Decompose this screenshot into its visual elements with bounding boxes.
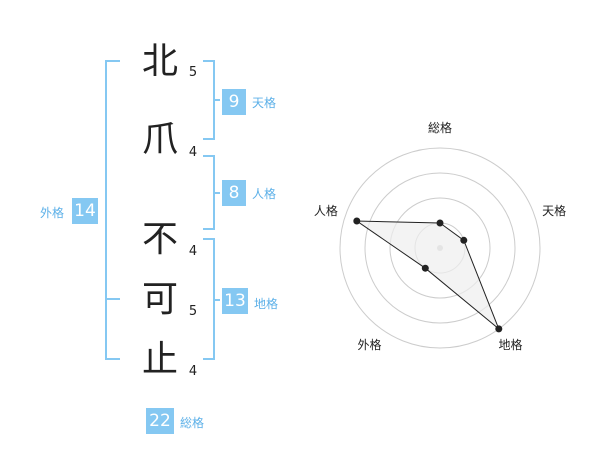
radar-point: [421, 264, 429, 272]
gaikaku-bracket-mid: [105, 298, 120, 300]
name-char-3: 不: [141, 219, 178, 260]
stroke-count-5: 4: [188, 364, 198, 379]
stroke-count-1: 5: [188, 65, 198, 80]
radar-point: [436, 219, 444, 227]
tenkaku-bracket-spine: [213, 60, 215, 140]
name-char-1: 北: [141, 41, 178, 82]
radar-series-area: [355, 220, 500, 330]
gaikaku-label: 外格: [40, 206, 65, 220]
radar-point: [460, 236, 468, 244]
jinkaku-bracket-tick: [215, 192, 220, 194]
gaikaku-bracket-spine: [105, 60, 107, 360]
radar-axis-label: 人格: [314, 203, 338, 218]
stroke-count-4: 5: [188, 304, 198, 319]
name-char-4: 可: [141, 279, 178, 320]
soukaku-value: 22: [146, 408, 174, 434]
jinkaku-bracket-bottom: [203, 228, 215, 230]
jinkaku-bracket-top: [203, 155, 215, 157]
chikaku-bracket-tick: [215, 299, 220, 301]
tenkaku-bracket-top: [203, 60, 215, 62]
soukaku-label: 総格: [180, 416, 205, 430]
radar-grid-ring: [389, 197, 491, 299]
stroke-count-2: 4: [188, 145, 198, 160]
tenkaku-bracket-tick: [215, 99, 220, 101]
chikaku-bracket-bottom: [203, 358, 215, 360]
chikaku-label: 地格: [254, 297, 279, 311]
tenkaku-label: 天格: [252, 96, 277, 110]
radar-axis-label: 総格: [428, 120, 452, 135]
tenkaku-bracket-bottom: [203, 138, 215, 140]
name-char-5: 止: [141, 339, 178, 380]
radar-axis-label: 地格: [498, 337, 522, 352]
gaikaku-value: 14: [72, 198, 98, 224]
radar-axis-label: 天格: [542, 203, 566, 218]
gaikaku-bracket-bottom: [105, 358, 120, 360]
radar-point: [495, 325, 503, 333]
gaikaku-bracket-top: [105, 60, 120, 62]
chikaku-value: 13: [222, 288, 248, 314]
jinkaku-value: 8: [222, 180, 246, 206]
chikaku-bracket-spine: [213, 238, 215, 360]
radar-grid-ring: [339, 147, 541, 349]
jinkaku-label: 人格: [252, 187, 277, 201]
radar-axis-label: 外格: [357, 337, 381, 352]
stroke-count-3: 4: [188, 244, 198, 259]
name-char-2: 爪: [141, 119, 178, 160]
radar-grid-ring: [364, 172, 516, 324]
tenkaku-value: 9: [222, 89, 246, 115]
radar-point: [353, 217, 361, 225]
jinkaku-bracket-spine: [213, 155, 215, 230]
chikaku-bracket-top: [203, 238, 215, 240]
